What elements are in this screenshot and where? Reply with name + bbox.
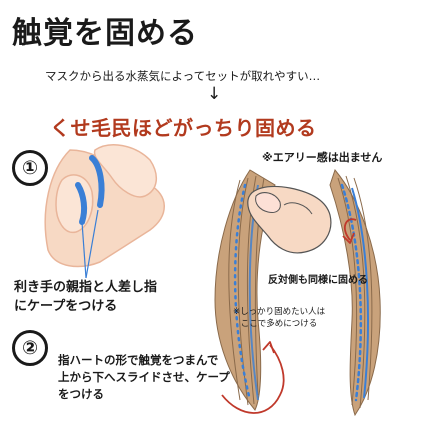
arrow-down-icon: ↓ — [207, 84, 222, 104]
airy-note: ※エアリー感は出ません — [262, 151, 383, 164]
headline: くせ毛民ほどがっちり固める — [50, 116, 317, 140]
step1-caption: 利き手の親指と人差し指 にケープをつける — [14, 278, 194, 316]
arrow-up-curve-icon — [342, 218, 357, 244]
step1-caption-line1: 利き手の親指と人差し指 — [14, 280, 158, 295]
step1-caption-line2: にケープをつける — [14, 299, 118, 314]
tip-line2: ここで多めにつける — [240, 319, 318, 329]
step-number-2: ② — [12, 330, 48, 366]
step2-caption-line1: 指ハートの形で触覚をつまんで — [58, 353, 219, 367]
step-number-1: ① — [12, 150, 48, 186]
arrow-down-curve-icon — [221, 341, 285, 414]
tip-line1: ※しっかり固めたい人は — [233, 307, 326, 317]
step2-caption-line3: をつける — [58, 387, 104, 401]
step2-caption: 指ハートの形で触覚をつまんで 上から下へスライドさせ、ケープ をつける — [58, 352, 238, 403]
hand-illustration-step1 — [44, 144, 165, 279]
step2-caption-line2: 上から下へスライドさせ、ケープ — [58, 370, 230, 384]
opposite-side-note: 反対側も同様に固める — [268, 275, 368, 286]
pinching-hand — [247, 185, 332, 254]
tip-note: ※しっかり固めたい人は ここで多めにつける — [233, 306, 325, 330]
subtitle: マスクから出る水蒸気によってセットが取れやすい… — [45, 69, 321, 83]
hair-strand-right — [329, 168, 381, 417]
page-title: 触覚を固める — [12, 16, 198, 51]
